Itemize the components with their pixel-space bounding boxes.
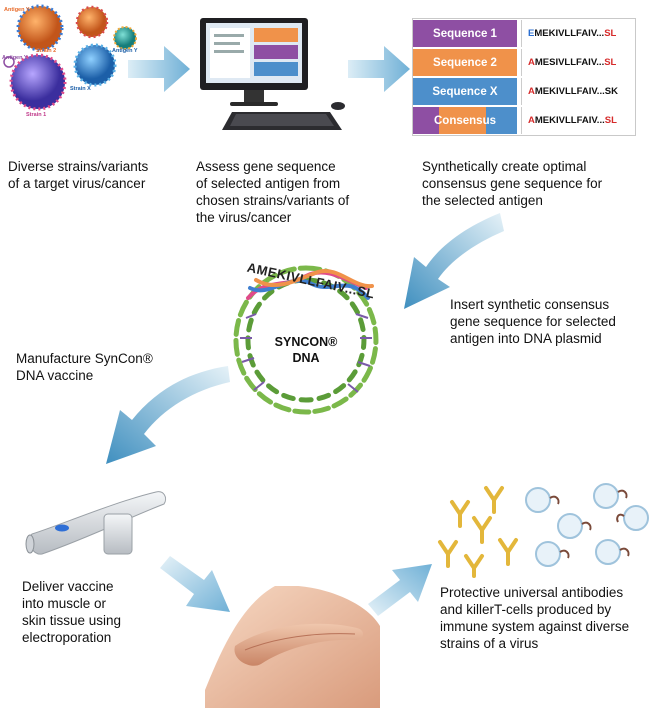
arrow-up-right-icon	[368, 564, 432, 616]
arrow-right-icon	[128, 46, 190, 92]
antigen-highlight-circle	[3, 56, 15, 68]
dna-plasmid-illustration	[233, 265, 379, 415]
virus-particle-strain-teal	[113, 26, 137, 50]
device-button-icon	[55, 524, 69, 532]
computer-illustration	[200, 18, 345, 130]
strain-label: Strain 1	[26, 112, 47, 118]
antibodies-and-tcells-illustration	[438, 483, 649, 578]
antigen-label: Antigen Y	[4, 7, 30, 13]
step-caption-assess: Assess gene sequence of selected antigen…	[196, 159, 350, 225]
virus-particle-strain-2	[75, 5, 109, 39]
arrow-down-right-icon	[160, 556, 230, 612]
antigen-label: Antigen Y	[2, 55, 28, 61]
mouse-icon	[331, 102, 345, 110]
sequence-label: Sequence 1	[413, 20, 517, 47]
step-caption-deliver: Deliver vaccine into muscle or skin tiss…	[22, 579, 122, 645]
antigen-label: Antigen Y	[112, 48, 138, 54]
virus-particle-strain-top	[16, 4, 64, 52]
virus-particle-strain-x	[73, 43, 117, 87]
strain-label: Strain 2	[36, 48, 57, 54]
virus-strains-illustration	[3, 4, 137, 111]
virus-particle-strain-1	[9, 53, 67, 111]
sequence-label: Sequence X	[413, 78, 517, 105]
sequence-label: Consensus	[413, 107, 517, 134]
plasmid-center-line1: SYNCON®	[274, 335, 338, 349]
step-caption-strains: Diverse strains/variants of a target vir…	[8, 159, 149, 191]
step-caption-protective: Protective universal antibodies and kill…	[440, 585, 630, 651]
step-caption-manufacture: Manufacture SynCon® DNA vaccine	[16, 351, 153, 383]
arm-injection-site-illustration	[205, 586, 380, 708]
step-caption-consensus: Synthetically create optimal consensus g…	[422, 159, 603, 208]
step-caption-insert: Insert synthetic consensus gene sequence…	[450, 297, 616, 346]
tcell-icons	[525, 483, 649, 567]
electroporation-device-illustration	[25, 491, 167, 555]
curved-arrow-icon	[106, 366, 230, 464]
antibody-icons	[438, 486, 518, 578]
plasmid-center-line2: DNA	[292, 351, 320, 365]
arrow-right-icon	[348, 46, 410, 92]
plasmid-center-label: SYNCON® DNA	[266, 334, 346, 366]
sequence-label: Sequence 2	[413, 49, 517, 76]
curved-arrow-icon	[404, 213, 504, 309]
keyboard-icon	[222, 112, 342, 130]
strain-label: Strain X	[70, 86, 91, 92]
